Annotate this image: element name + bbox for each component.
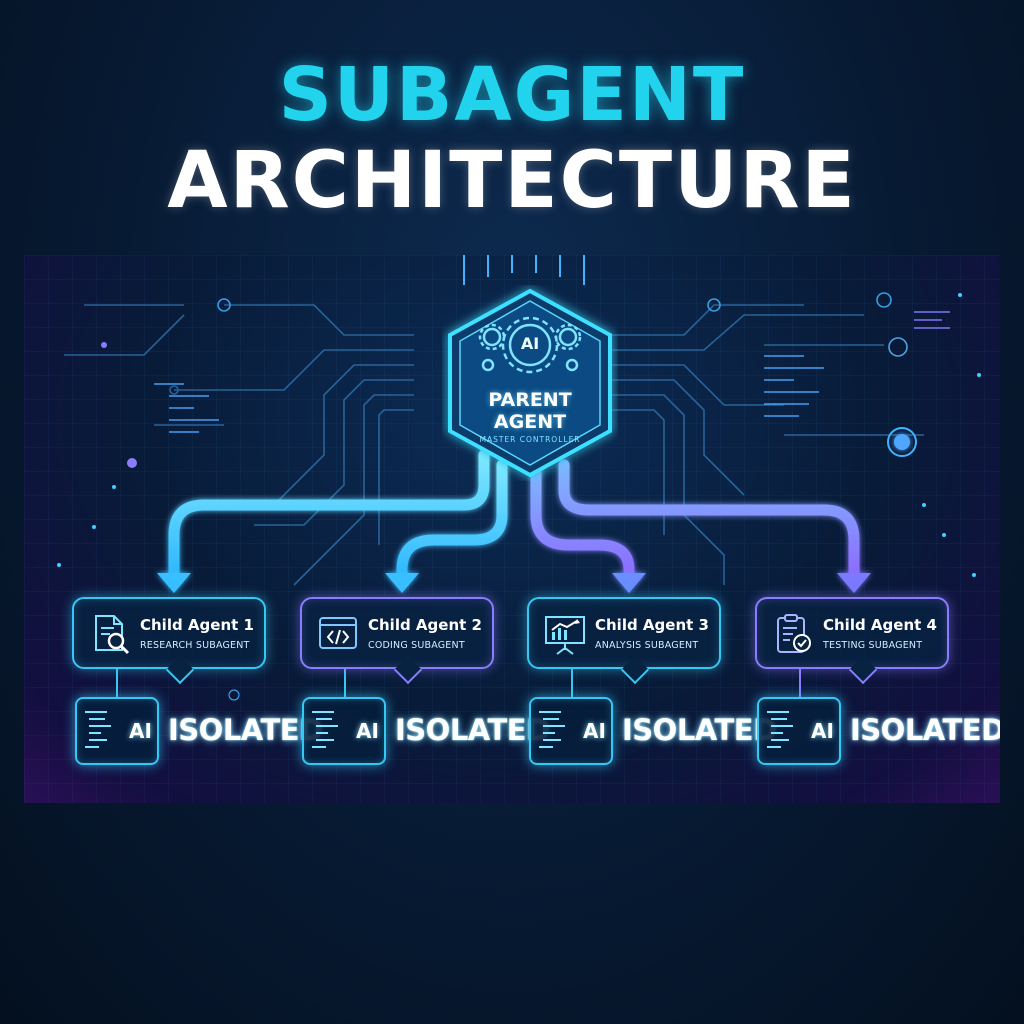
flow-arrowheads (157, 573, 871, 593)
clipboard-check-icon (777, 614, 811, 653)
code-lines-icon (767, 711, 793, 748)
title-line-2: ARCHITECTURE (167, 136, 857, 226)
ai-container-4: AI (757, 697, 841, 765)
parent-label-line-2: AGENT (493, 411, 567, 433)
ai-container-2: AI (302, 697, 386, 765)
code-lines-icon (85, 711, 111, 748)
parent-ai-icon: AI (520, 334, 540, 353)
code-lines-icon (539, 711, 565, 748)
isolated-label: ISOLATED (168, 713, 323, 747)
isolated-label: ISOLATED (850, 713, 1000, 747)
ai-label: AI (356, 719, 379, 743)
child-agent-3: Child Agent 3 ANALYSIS SUBAGENT (527, 597, 721, 685)
child-agent-subtitle: RESEARCH SUBAGENT (140, 640, 250, 651)
child-agent-title: Child Agent 4 (823, 616, 937, 634)
child-agent-title: Child Agent 3 (595, 616, 709, 634)
child-connectors (116, 667, 801, 697)
child-agent-subtitle: TESTING SUBAGENT (823, 640, 923, 651)
ai-label: AI (811, 719, 834, 743)
isolated-label: ISOLATED (395, 713, 550, 747)
parent-agent-node: AI PARENT AGENT MASTER CONTROLLER (442, 285, 618, 481)
parent-label-line-1: PARENT (488, 389, 572, 411)
circuit-background (57, 255, 981, 701)
child-agent-subtitle: ANALYSIS SUBAGENT (595, 640, 699, 651)
child-agent-4: Child Agent 4 TESTING SUBAGENT (755, 597, 949, 685)
decorative-dots (57, 293, 981, 701)
target-node-icon (887, 427, 917, 457)
parent-sublabel: MASTER CONTROLLER (479, 435, 581, 444)
ai-container-1: AI (75, 697, 159, 765)
decorative-code-lines (154, 311, 950, 433)
code-window-icon (319, 617, 357, 649)
isolated-label: ISOLATED (622, 713, 777, 747)
title-line-1: SUBAGENT (278, 52, 746, 138)
chart-presentation-icon (545, 616, 585, 655)
parent-input-lines (463, 255, 585, 285)
circuit-traces-left (64, 298, 414, 586)
child-agent-2: Child Agent 2 CODING SUBAGENT (300, 597, 494, 685)
ai-container-3: AI (529, 697, 613, 765)
circuit-traces-right (610, 292, 924, 585)
flow-arrows (168, 449, 860, 581)
diagram-panel: AI PARENT AGENT MASTER CONTROLLER Child … (24, 255, 1000, 803)
code-lines-icon (312, 711, 338, 748)
child-agent-title: Child Agent 1 (140, 616, 254, 634)
child-agent-subtitle: CODING SUBAGENT (368, 640, 465, 651)
ai-label: AI (583, 719, 606, 743)
document-search-icon (95, 615, 130, 655)
child-agent-title: Child Agent 2 (368, 616, 482, 634)
child-agent-1: Child Agent 1 RESEARCH SUBAGENT (72, 597, 266, 685)
ai-label: AI (129, 719, 152, 743)
